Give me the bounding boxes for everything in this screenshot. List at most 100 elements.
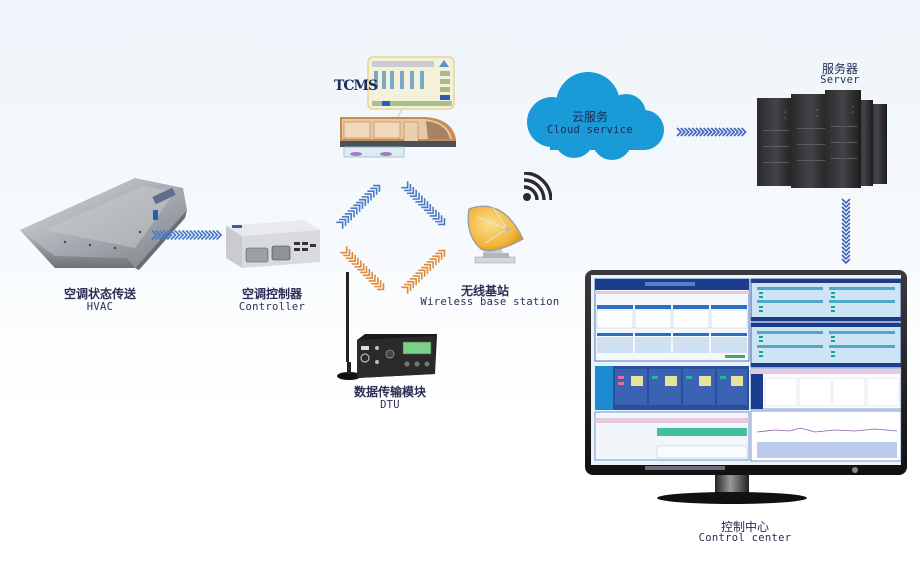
satellite-dish-icon <box>467 205 524 264</box>
chevron-mark <box>340 246 348 254</box>
cloud-label-zh: 云服务 <box>571 110 608 124</box>
chevron-arrow-up-right-icon <box>401 249 446 294</box>
chevron-arrow-down-icon <box>841 198 851 265</box>
chevron-mark <box>348 254 356 262</box>
base-station-label-en: Wireless base station <box>420 296 560 308</box>
chevron-mark <box>370 187 378 195</box>
dtu-node <box>335 270 440 382</box>
chevron-mark <box>691 127 698 137</box>
hvac-label-en: HVAC <box>86 301 114 313</box>
chevron-mark <box>170 229 177 241</box>
chevron-mark <box>412 275 420 283</box>
chevron-arrow-up-right-icon <box>336 184 381 229</box>
chevron-mark <box>365 271 373 279</box>
server-label-zh: 服务器 <box>821 62 858 76</box>
chevron-mark <box>204 229 211 241</box>
wifi-link <box>520 172 552 204</box>
cloud-icon <box>527 72 664 160</box>
chevron-mark <box>423 263 432 272</box>
chevron-mark <box>426 261 434 269</box>
cloud-label-en: Cloud service <box>546 124 634 136</box>
chevron-mark <box>401 286 409 294</box>
chevron-mark <box>368 274 376 282</box>
chevron-mark <box>841 230 851 237</box>
dtu-label-en: DTU <box>380 399 400 411</box>
chevron-mark <box>216 229 222 241</box>
chevron-mark <box>418 198 426 206</box>
train-tcms-icon <box>340 56 456 158</box>
chevron-mark <box>151 229 158 241</box>
chevron-mark <box>841 202 851 209</box>
chevron-mark <box>841 226 851 233</box>
arrow-cloud-to-server <box>675 127 747 137</box>
controller-node <box>222 212 322 272</box>
chevron-mark <box>336 221 344 229</box>
chevron-mark <box>680 127 686 137</box>
chevron-mark <box>429 258 437 266</box>
chevron-mark <box>418 269 426 277</box>
chevron-mark <box>353 204 361 212</box>
chevron-mark <box>351 257 359 265</box>
dtu-radio-icon <box>337 272 437 380</box>
chevron-mark <box>725 127 732 137</box>
chevron-arrow-right-icon <box>151 229 222 241</box>
chevron-mark <box>841 206 851 213</box>
arrow-hvac-to-controller <box>150 229 222 241</box>
chevron-mark <box>356 201 364 209</box>
chevron-mark <box>841 210 851 217</box>
chevron-mark <box>343 249 351 257</box>
chevron-mark <box>166 229 173 241</box>
chevron-mark <box>371 277 379 285</box>
chevron-mark <box>722 127 728 137</box>
chevron-mark <box>185 229 192 241</box>
chevron-mark <box>737 127 743 137</box>
chevron-mark <box>438 249 446 257</box>
chevron-mark <box>401 181 409 189</box>
chevron-mark <box>404 283 412 291</box>
arrow-tcms-to-base-station <box>395 175 455 235</box>
chevron-mark <box>841 214 851 221</box>
chevron-mark <box>344 213 352 221</box>
chevron-mark <box>710 127 717 137</box>
chevron-mark <box>841 258 851 265</box>
base-station-label-zh: 无线基站 <box>460 284 509 298</box>
chevron-mark <box>841 242 851 249</box>
chevron-arrow-down-right-icon <box>340 246 385 291</box>
chevron-mark <box>377 283 385 291</box>
chevron-mark <box>404 184 412 192</box>
chevron-mark <box>841 234 851 241</box>
arrow-controller-to-dtu <box>334 240 394 300</box>
chevron-mark <box>357 263 365 271</box>
chevron-mark <box>339 218 347 226</box>
chevron-mark <box>429 209 437 217</box>
chevron-mark <box>841 218 851 225</box>
chevron-mark <box>358 198 367 207</box>
chevron-mark <box>189 229 196 241</box>
hvac-unit-icon <box>20 178 187 270</box>
server-rack-icon <box>757 90 887 188</box>
chevron-mark <box>432 255 440 263</box>
chevron-mark <box>354 260 362 268</box>
chevron-mark <box>729 127 736 137</box>
chevron-mark <box>432 212 440 220</box>
chevron-mark <box>841 222 851 229</box>
arrow-dtu-to-base-station <box>395 240 455 300</box>
hvac-node <box>15 170 190 275</box>
control-center-label-en: Control center <box>698 532 792 544</box>
chevron-mark <box>706 127 713 137</box>
chevron-mark <box>200 229 208 241</box>
chevron-mark <box>687 127 694 137</box>
chevron-mark <box>714 127 721 137</box>
chevron-mark <box>364 193 372 201</box>
chevron-mark <box>345 251 354 260</box>
arrow-server-to-control-center <box>841 196 851 266</box>
chevron-mark <box>438 218 446 226</box>
hvac-label-zh: 空调状态传送 <box>63 287 136 301</box>
chevron-mark <box>841 198 851 205</box>
tcms-node <box>330 55 460 165</box>
controller-box-icon <box>226 220 320 268</box>
cloud-node <box>522 70 667 162</box>
server-node <box>755 90 890 190</box>
monitor-icon <box>585 270 907 504</box>
chevron-mark <box>406 280 415 289</box>
